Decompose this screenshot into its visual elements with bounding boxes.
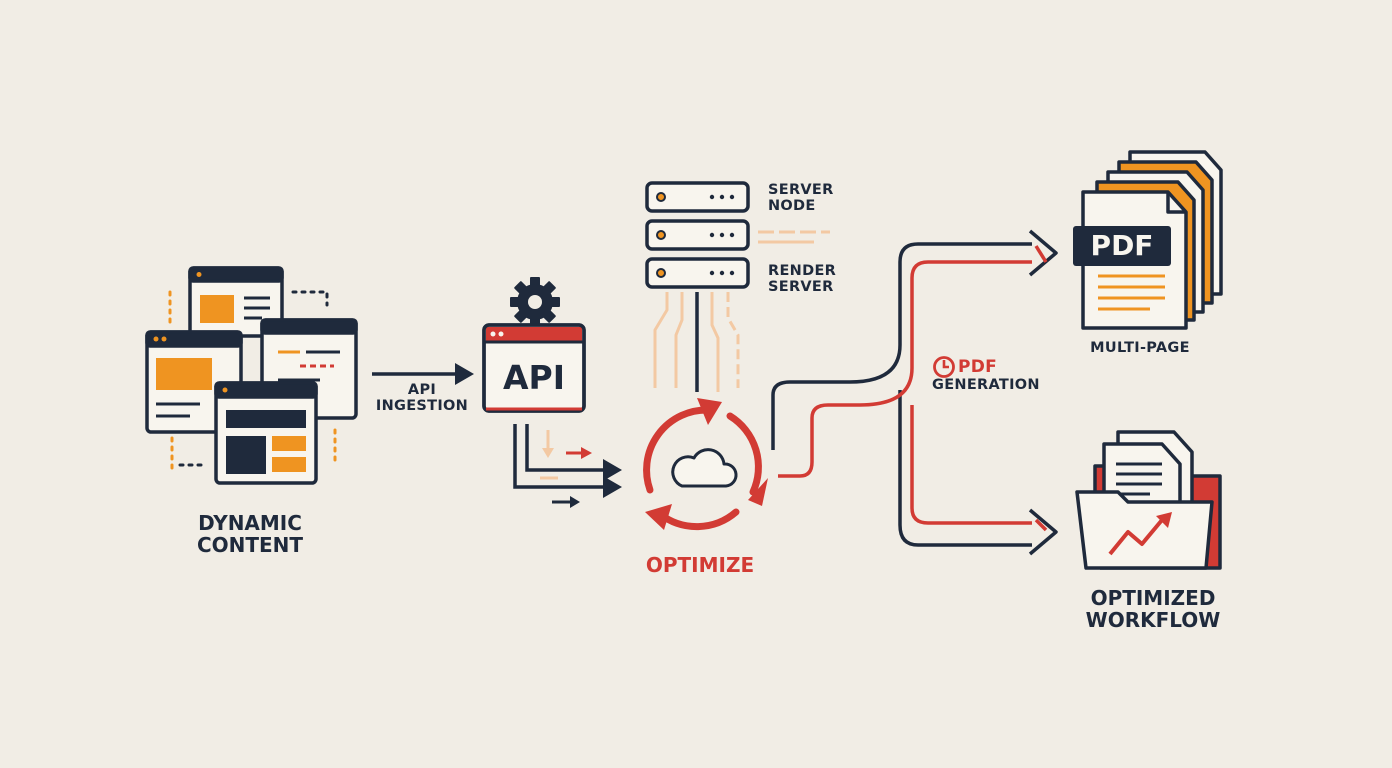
arrow-to-api xyxy=(372,363,474,385)
server-node-label: Server Node xyxy=(768,182,834,214)
api-ingestion-label: API Ingestion xyxy=(372,382,472,414)
pdf-badge-label: PDF xyxy=(1090,229,1154,262)
gear-icon xyxy=(510,277,560,327)
optimize-label: Optimize xyxy=(645,553,755,577)
multi-page-label: Multi-Page xyxy=(1090,340,1190,356)
api-flow-arrows xyxy=(513,424,622,508)
api-ingestion-line1: API xyxy=(407,382,437,398)
server-connectors xyxy=(653,292,740,392)
pdf-generation-line1: PDF xyxy=(958,357,998,377)
server-node-line2: Node xyxy=(768,198,816,215)
render-server-label: Render Server xyxy=(768,263,836,295)
cloud-icon xyxy=(671,448,738,488)
dynamic-content-label: Dynamic Content xyxy=(175,512,325,557)
pdf-document-stack-icon xyxy=(1073,150,1223,330)
api-ingestion-line2: Ingestion xyxy=(375,398,469,415)
server-signal-lines xyxy=(758,230,830,244)
clock-icon xyxy=(933,356,955,378)
render-server-line2: Server xyxy=(768,279,834,296)
output-flow-arrows xyxy=(771,229,1058,556)
server-node-line1: Server xyxy=(768,182,834,198)
pdf-generation-label: PDF Generation xyxy=(932,357,1040,394)
dynamic-content-line1: Dynamic xyxy=(198,511,302,535)
optimized-workflow-line1: Optimized xyxy=(1090,586,1216,610)
folder-growth-chart-icon xyxy=(1075,430,1222,570)
api-box-label: API xyxy=(502,358,565,397)
api-window-icon xyxy=(482,323,586,413)
render-server-line1: Render xyxy=(768,263,837,279)
web-pages-icon xyxy=(145,266,358,485)
optimized-workflow-line2: Workflow xyxy=(1085,608,1221,633)
refresh-cycle-icon xyxy=(643,398,768,531)
pdf-generation-line2: Generation xyxy=(932,377,1040,394)
dynamic-content-line2: Content xyxy=(196,533,304,558)
optimized-workflow-label: Optimized Workflow xyxy=(1068,587,1238,632)
server-rack-icon xyxy=(645,181,750,289)
